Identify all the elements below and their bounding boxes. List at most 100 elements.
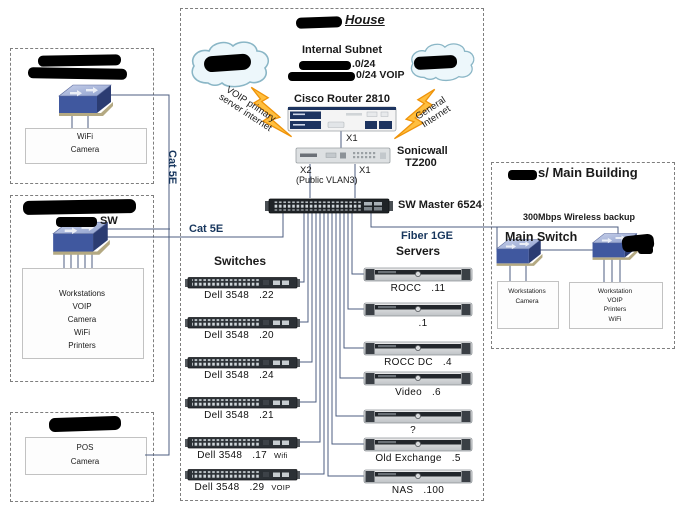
subnet-heading: Internal Subnet	[302, 44, 383, 56]
subnet-line2: 0/24 VOIP	[356, 69, 405, 81]
server-label: .1	[364, 318, 472, 329]
switches-heading: Switches	[213, 254, 267, 268]
mb-right-item: WiFi	[608, 316, 622, 323]
switch-ip: .24	[259, 370, 274, 381]
remote-site-bottom-box	[10, 412, 154, 502]
cat5e-label-horizontal: Cat 5E	[189, 223, 224, 235]
mb-right-item: Printers	[603, 306, 627, 313]
server-graphic	[363, 341, 473, 356]
site-mid-item: Camera	[67, 315, 97, 324]
server-label: NAS .100	[364, 485, 472, 496]
subnet-line1: .0/24	[352, 58, 376, 70]
server-graphic	[363, 437, 473, 452]
site-mid-item: WiFi	[74, 328, 90, 337]
server-ip: .6	[431, 387, 441, 398]
site-bottom-item: Camera	[70, 457, 100, 466]
mb-left-devices-box	[497, 281, 559, 329]
fiber-label: Fiber 1GE	[401, 230, 453, 242]
remote-site-top-box	[10, 48, 154, 184]
server-name: ?	[410, 425, 416, 436]
cat5e-label-vertical: Cat 5E	[166, 150, 178, 185]
server-ip: .5	[451, 453, 461, 464]
core-switch-label: SW Master 6524	[398, 199, 482, 211]
server-graphic	[363, 267, 473, 282]
switch-ip: .17	[252, 450, 268, 461]
server-graphic	[363, 302, 473, 317]
switch-ip: .22	[259, 290, 274, 301]
switch-name: Dell 3548	[204, 290, 250, 301]
server-name: NAS	[391, 485, 414, 496]
site-top-item: Camera	[70, 145, 100, 154]
server-label: Video.6	[364, 387, 472, 398]
site-mid-devices-box	[22, 268, 144, 359]
main-switch-label: Main Switch	[505, 230, 578, 244]
server-graphic	[363, 409, 473, 424]
connection-lines	[63, 94, 621, 477]
server-name: ROCC	[390, 283, 422, 294]
site-mid-switch-label: SW	[100, 215, 118, 227]
site-bottom-devices-box	[25, 437, 147, 475]
servers-heading: Servers	[395, 244, 441, 258]
site-mid-item: Printers	[68, 341, 96, 350]
sonicwall-graphic	[295, 147, 391, 164]
dell-switch-graphic	[184, 277, 301, 289]
server-label: ROCC DC .4	[364, 357, 472, 368]
switch-ip: .21	[259, 410, 274, 421]
switch-label: Dell 3548 .20	[185, 330, 300, 341]
mb-right-devices-box	[569, 282, 663, 329]
x1-top-label: X1	[346, 133, 358, 144]
house-boundary-box	[180, 8, 484, 501]
site-bottom-item: POS	[76, 443, 94, 452]
firewall-model: TZ200	[405, 157, 437, 169]
mb-right-item: VOIP	[607, 297, 623, 304]
x2-label: X2	[300, 165, 312, 176]
router-label: Cisco Router 2810	[294, 93, 390, 105]
site-top-switch-graphic	[58, 84, 114, 117]
server-name: ROCC DC	[384, 357, 433, 368]
switch-name: Dell 3548	[197, 450, 243, 461]
mb-left-item: Camera	[515, 298, 539, 305]
mb-left-item: Workstations	[508, 288, 546, 295]
switch-name: Dell 3548	[204, 370, 250, 381]
x1-bottom-label: X1	[359, 165, 371, 176]
site-top-item: WiFi	[77, 132, 93, 141]
server-graphic	[363, 371, 473, 386]
dell-switch-graphic	[184, 317, 301, 329]
switch-ip: .20	[259, 330, 274, 341]
mb-right-item: Workstation	[597, 288, 633, 295]
server-ip: .4	[442, 357, 452, 368]
dell-switch-graphic	[184, 357, 301, 369]
site-mid-item: VOIP	[72, 302, 92, 311]
switch-name: Dell 3548	[194, 482, 240, 493]
switch-name: Dell 3548	[204, 330, 250, 341]
switch-tag: VOIP	[271, 483, 291, 492]
dell-switch-graphic	[184, 437, 301, 449]
switch-ip: .29	[249, 482, 265, 493]
switch-label: Dell 3548 .24	[185, 370, 300, 381]
main-building-box	[491, 162, 675, 349]
server-ip: .11	[431, 283, 446, 294]
server-label: ROCC .11	[364, 283, 472, 294]
server-label: Old Exchange.5	[364, 453, 472, 464]
x2-note: (Public VLAN3)	[296, 175, 358, 185]
switch-tag: Wifi	[274, 451, 288, 460]
switch-name: Dell 3548	[204, 410, 250, 421]
switch-label: Dell 3548 .17 Wifi	[185, 450, 300, 461]
switch-label: Dell 3548 .21	[185, 410, 300, 421]
house-title: House	[345, 12, 385, 27]
redacted-text-marks	[22, 16, 655, 433]
cisco-router-graphic	[287, 106, 397, 132]
site-top-devices-box	[25, 128, 147, 164]
remote-site-mid-box	[10, 195, 154, 382]
server-label: ?	[364, 425, 472, 436]
core-switch-graphic	[264, 198, 394, 214]
firewall-name: Sonicwall	[397, 145, 448, 157]
server-ip: .100	[423, 485, 445, 496]
server-ip: .1	[418, 318, 428, 329]
switch-label: Dell 3548 .22	[185, 290, 300, 301]
switch-label: Dell 3548 .29 VOIP	[185, 482, 300, 493]
wireless-backup-label: 300Mbps Wireless backup	[523, 212, 635, 222]
site-mid-item: Workstations	[58, 289, 106, 298]
